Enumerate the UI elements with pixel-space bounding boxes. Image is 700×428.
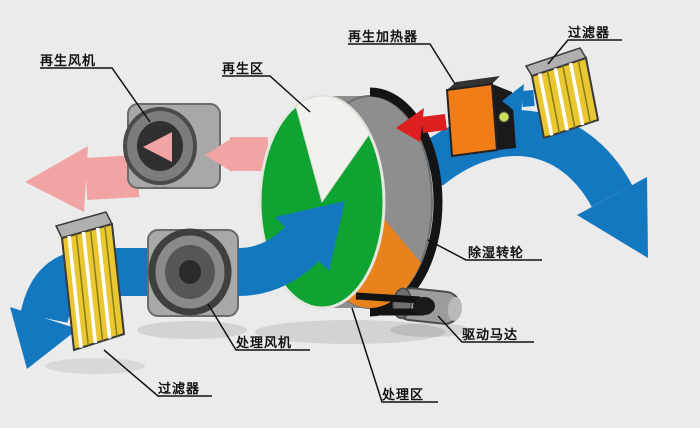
regeneration-exhaust-arrow: [25, 146, 140, 212]
regeneration-exhaust-arrow-mid: [205, 137, 268, 172]
filter-top-unit: [524, 47, 600, 140]
fan-hub: [179, 260, 201, 284]
regeneration-zone-wedge: [295, 95, 371, 204]
label-regen-zone: 再生区: [222, 62, 265, 77]
regeneration-fan: [123, 103, 221, 189]
label-filter-bottom: 过滤器: [158, 382, 201, 397]
label-process-zone: 处理区: [382, 388, 425, 403]
heated-air-arrow: [396, 108, 447, 142]
process-air-into-wheel-arrow: [236, 201, 345, 296]
regeneration-heater: [445, 76, 516, 158]
belt-pulley: [413, 297, 435, 315]
heater-indicator-light: [498, 111, 510, 123]
process-fan: [147, 228, 239, 317]
duct-inlet-arrowhead: [10, 307, 78, 369]
fan-airflow-arrowhead: [143, 132, 172, 162]
label-wheel: 除湿转轮: [468, 246, 525, 261]
leader-lines: [40, 39, 622, 403]
label-regen-fan: 再生风机: [40, 54, 97, 69]
label-motor: 驱动马达: [462, 328, 519, 343]
shadows: [45, 320, 470, 374]
regeneration-intake-arrow: [502, 84, 535, 116]
drive-motor: [355, 287, 462, 325]
filter-bottom-unit: [54, 211, 126, 352]
label-process-fan: 处理风机: [236, 336, 293, 351]
label-filter-top: 过滤器: [568, 26, 611, 41]
label-regen-heater: 再生加热器: [348, 30, 419, 45]
